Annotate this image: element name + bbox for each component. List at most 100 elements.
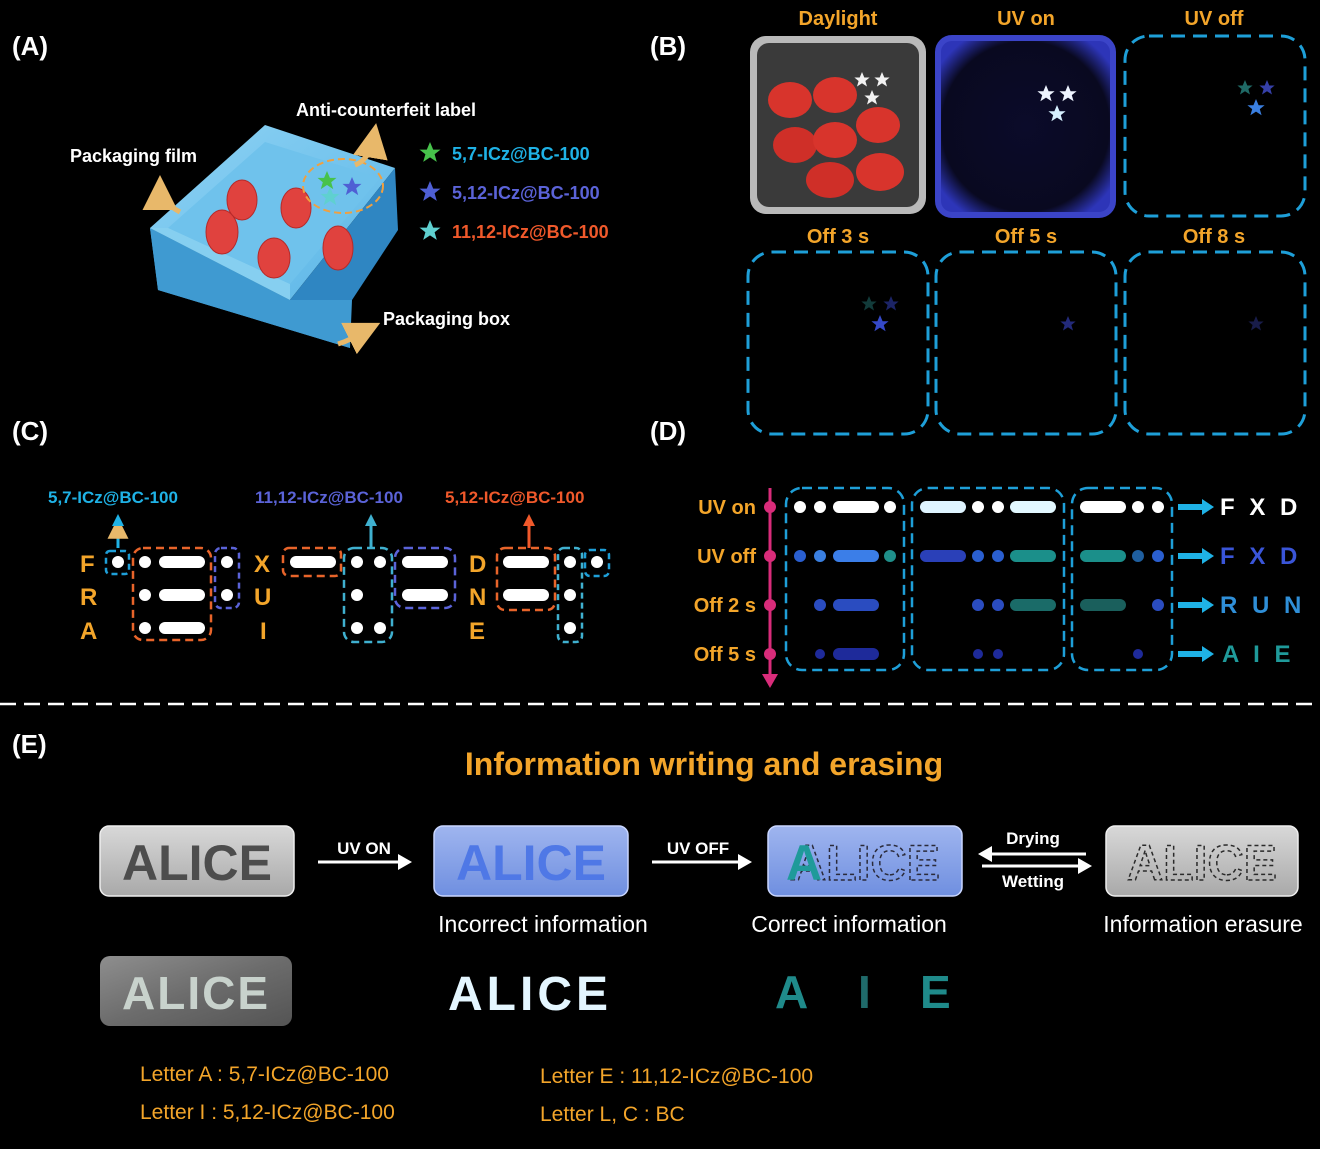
legend-teal-star-icon bbox=[419, 220, 441, 240]
label-packaging-box: Packaging box bbox=[383, 309, 510, 329]
legend-a-item: 11,12-ICz@BC-100 bbox=[452, 222, 609, 242]
arrow-uv-off-label: UV OFF bbox=[667, 839, 729, 858]
panel-label-c: (C) bbox=[12, 416, 48, 446]
header-daylight: Daylight bbox=[799, 8, 878, 30]
legend-a-item: 5,7-ICz@BC-100 bbox=[452, 144, 590, 164]
d-output-off-2s: R U N bbox=[1220, 592, 1305, 619]
time-axis-dots bbox=[764, 501, 776, 660]
tag-word: ALICE bbox=[456, 835, 606, 891]
d-row-label: UV on bbox=[698, 497, 756, 519]
d-row-label: UV off bbox=[697, 546, 756, 568]
arrow-uv-off: UV OFF bbox=[652, 839, 752, 870]
label-anti-counterfeit: Anti-counterfeit label bbox=[296, 100, 476, 120]
e-legend-item: Letter E : 11,12-ICz@BC-100 bbox=[540, 1065, 813, 1088]
photo-word-glow: ALICE bbox=[448, 968, 612, 1021]
d-code-rows bbox=[794, 501, 1164, 660]
box-arrow bbox=[337, 322, 381, 355]
d-output-arrows bbox=[1178, 499, 1214, 662]
c-letter: F bbox=[80, 551, 95, 578]
e-title: Information writing and erasing bbox=[465, 746, 943, 782]
legend-green-star-icon bbox=[419, 142, 441, 162]
arrow-uv-on-label: UV ON bbox=[337, 839, 391, 858]
arrow-uv-on: UV ON bbox=[318, 839, 412, 870]
tag-word: ALICE bbox=[122, 835, 272, 891]
tag-word: ALICE bbox=[790, 835, 940, 891]
tomatoes bbox=[205, 179, 354, 279]
c-letter: I bbox=[260, 618, 267, 645]
d-row-labels: UV on UV off Off 2 s Off 5 s bbox=[694, 497, 757, 666]
c-letter: E bbox=[469, 618, 485, 645]
photo-word: ALICE bbox=[122, 967, 270, 1019]
c-letter: N bbox=[469, 584, 486, 611]
d-row-label: Off 5 s bbox=[694, 644, 756, 666]
arrow-drying-wetting: Drying Wetting bbox=[978, 829, 1092, 891]
e-legend: Letter A : 5,7-ICz@BC-100 Letter I : 5,1… bbox=[140, 1063, 813, 1126]
drying-label: Drying bbox=[1006, 829, 1060, 848]
panel-b-stars bbox=[861, 80, 1275, 332]
header-uv-off: UV off bbox=[1185, 8, 1244, 30]
panel-b-frames bbox=[746, 34, 1307, 436]
c-code-group-1 bbox=[104, 546, 241, 642]
header-uv-on: UV on bbox=[997, 8, 1055, 30]
photo-letter: I bbox=[858, 966, 871, 1018]
panel-label-e: (E) bbox=[12, 729, 47, 759]
time-axis-arrowhead bbox=[762, 674, 778, 688]
e-legend-item: Letter I : 5,12-ICz@BC-100 bbox=[140, 1101, 395, 1124]
e-captions: Incorrect information Correct informatio… bbox=[438, 911, 1303, 937]
c-letter: D bbox=[469, 551, 486, 578]
d-frames bbox=[784, 486, 1174, 672]
e-legend-item: Letter L, C : BC bbox=[540, 1103, 685, 1126]
header-off-5s: Off 5 s bbox=[995, 226, 1057, 248]
legend-blue-star-icon bbox=[419, 181, 441, 201]
tag-correct: ALICE A bbox=[767, 825, 963, 897]
label-packaging-film: Packaging film bbox=[70, 146, 197, 166]
c-code-group-3 bbox=[495, 546, 611, 644]
c-arrowhead-2 bbox=[365, 514, 377, 526]
photo-uv-on bbox=[935, 35, 1116, 218]
panel-b-headers: Daylight UV on UV off Off 3 s Off 5 s Of… bbox=[799, 8, 1246, 248]
panel-label-d: (D) bbox=[650, 416, 686, 446]
blue-star-icon bbox=[342, 177, 362, 196]
c-label-1112: 11,12-ICz@BC-100 bbox=[255, 488, 403, 507]
c-label-57: 5,7-ICz@BC-100 bbox=[48, 488, 178, 507]
photo-tag-gray: ALICE bbox=[100, 956, 292, 1026]
c-letters: F R A X U I D N E bbox=[80, 551, 486, 645]
tag-blue: ALICE bbox=[433, 825, 629, 897]
d-output-uv-off: F X D bbox=[1220, 543, 1301, 570]
d-output-off-5s: A I E bbox=[1222, 641, 1294, 668]
c-letter: X bbox=[254, 551, 270, 578]
c-arrowhead-1 bbox=[112, 514, 124, 526]
panel-label-b: (B) bbox=[650, 31, 686, 61]
d-row-label: Off 2 s bbox=[694, 595, 756, 617]
c-letter: A bbox=[80, 618, 97, 645]
c-label-512: 5,12-ICz@BC-100 bbox=[445, 488, 584, 507]
tag-word: ALICE bbox=[1127, 835, 1277, 891]
photo-letter: E bbox=[920, 966, 951, 1018]
legend-a: 5,7-ICz@BC-100 5,12-ICz@BC-100 11,12-ICz… bbox=[419, 142, 609, 242]
photo-letter: A bbox=[775, 966, 808, 1018]
label-arrow bbox=[353, 123, 388, 168]
wetting-label: Wetting bbox=[1002, 872, 1064, 891]
c-arrowhead-3 bbox=[523, 514, 535, 526]
c-letter: R bbox=[80, 584, 97, 611]
legend-a-item: 5,12-ICz@BC-100 bbox=[452, 183, 600, 203]
photo-daylight bbox=[750, 36, 926, 214]
film-arrow bbox=[142, 175, 182, 215]
label-highlight-ring bbox=[302, 158, 384, 214]
caption-erasure: Information erasure bbox=[1103, 911, 1302, 937]
tag-letter-a: A bbox=[786, 835, 822, 891]
header-off-3s: Off 3 s bbox=[807, 226, 869, 248]
tag-gray: ALICE bbox=[99, 825, 295, 897]
photo-correct-letters: A I E bbox=[775, 966, 951, 1018]
caption-correct: Correct information bbox=[751, 911, 947, 937]
d-outputs: F X D F X D R U N A I E bbox=[1220, 494, 1305, 668]
d-output-uv-on: F X D bbox=[1220, 494, 1301, 521]
green-star-icon bbox=[317, 171, 337, 190]
tag-erased: ALICE bbox=[1105, 825, 1299, 897]
teal-star-icon bbox=[320, 187, 340, 206]
c-letter: U bbox=[254, 584, 271, 611]
panel-label-a: (A) bbox=[12, 31, 48, 61]
caption-incorrect: Incorrect information bbox=[438, 911, 648, 937]
e-legend-item: Letter A : 5,7-ICz@BC-100 bbox=[140, 1063, 389, 1086]
